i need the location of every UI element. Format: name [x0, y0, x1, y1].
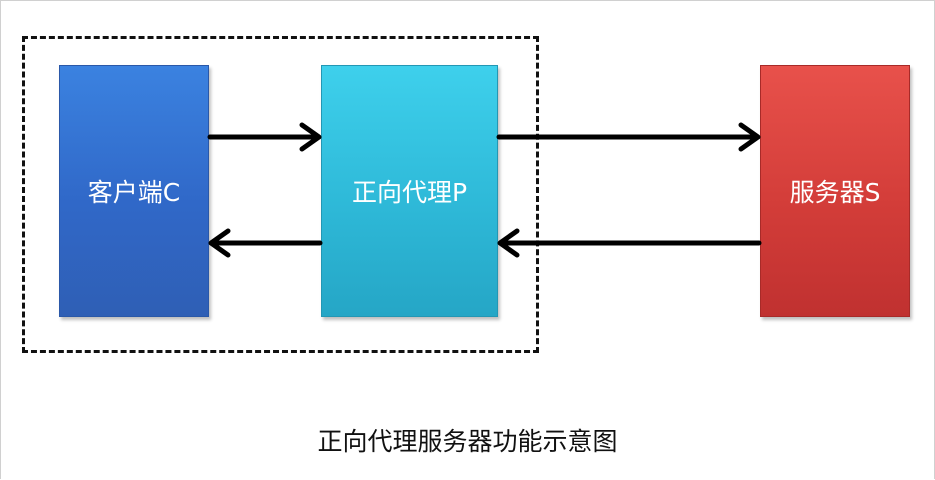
diagram-caption: 正向代理服务器功能示意图 [317, 427, 618, 456]
client-side-group-border [22, 36, 539, 353]
server-node-label: 服务器S [789, 178, 881, 207]
forward-proxy-node-label: 正向代理P [351, 178, 468, 207]
forward-proxy-node: 正向代理P [321, 65, 498, 317]
client-node: 客户端C [59, 65, 209, 317]
server-node: 服务器S [760, 65, 910, 317]
client-node-label: 客户端C [87, 178, 181, 207]
